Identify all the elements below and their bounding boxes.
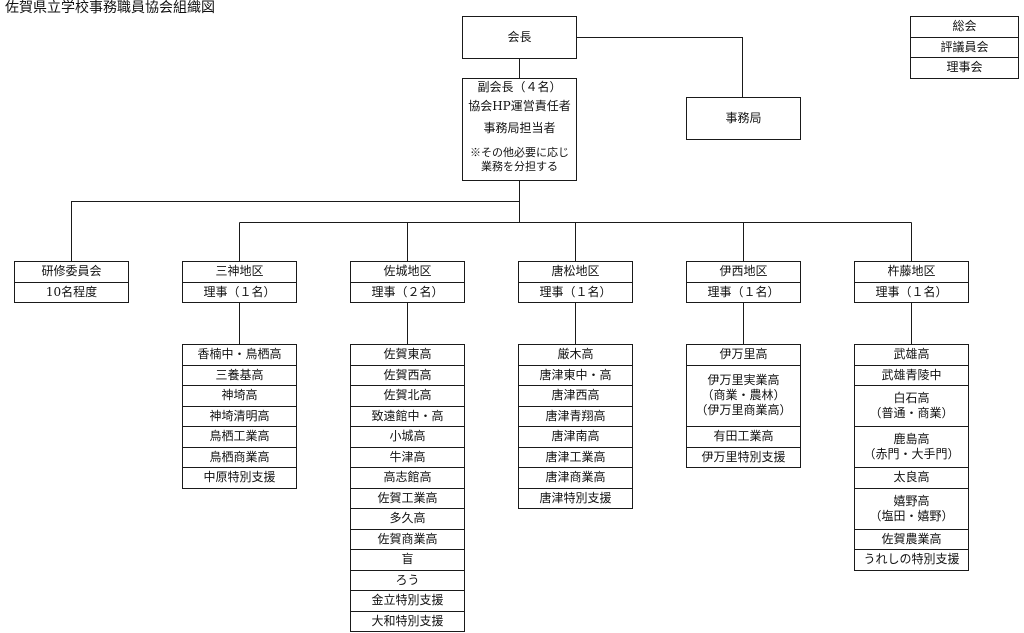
school-cell: 唐津工業高 <box>518 446 633 468</box>
vice-president-box: 副会長（４名） 協会HP運営責任者 事務局担当者 ※その他必要に応じ 業務を分担… <box>462 78 577 181</box>
hp-manager-label: 協会HP運営責任者 <box>468 99 571 113</box>
board-label: 理事会 <box>910 57 1019 79</box>
school-cell: 佐賀農業高 <box>854 528 969 550</box>
school-cell: 三養基高 <box>182 364 297 386</box>
district-directors: 理事（１名） <box>686 281 801 303</box>
school-cell: 有田工業高 <box>686 426 801 448</box>
school-list: 厳木高唐津東中・高唐津西高唐津青翔高唐津南高唐津工業高唐津商業高唐津特別支援 <box>518 344 633 509</box>
district-directors: 理事（１名） <box>182 281 297 303</box>
school-list: 武雄高武雄青陵中白石高 （普通・商業）鹿島高 （赤門・大手門）太良高嬉野高 （塩… <box>854 344 969 571</box>
district-directors: 理事（１名） <box>854 281 969 303</box>
school-cell: 小城高 <box>350 426 465 448</box>
school-cell: 白石高 （普通・商業） <box>854 385 969 427</box>
connector-committee <box>71 201 520 261</box>
training-committee-box: 研修委員会 10名程度 <box>14 261 129 303</box>
school-cell: 佐賀西高 <box>350 364 465 386</box>
school-cell: 佐賀北高 <box>350 385 465 407</box>
district-name: 杵藤地区 <box>854 261 969 283</box>
school-cell: 伊万里高 <box>686 344 801 366</box>
school-cell: 佐賀工業高 <box>350 487 465 509</box>
secretariat-liaison-label: 事務局担当者 <box>483 121 556 135</box>
general-assembly-label: 総会 <box>910 16 1019 38</box>
president-box: 会長 <box>462 16 577 59</box>
school-cell: 唐津特別支援 <box>518 487 633 509</box>
school-cell: 鳥栖工業高 <box>182 426 297 448</box>
school-cell: 致遠館中・高 <box>350 405 465 427</box>
district-name: 伊西地区 <box>686 261 801 283</box>
connector-president-secretariat <box>577 37 743 97</box>
school-cell: ろう <box>350 569 465 591</box>
school-cell: 唐津西高 <box>518 385 633 407</box>
school-cell: 中原特別支援 <box>182 467 297 489</box>
school-list: 香楠中・鳥栖高三養基高神埼高神埼清明高鳥栖工業高鳥栖商業高中原特別支援 <box>182 344 297 489</box>
district-name: 唐松地区 <box>518 261 633 283</box>
district-box: 佐城地区理事（２名） <box>350 261 465 303</box>
school-cell: 唐津東中・高 <box>518 364 633 386</box>
school-cell: 武雄青陵中 <box>854 364 969 386</box>
school-cell: 武雄高 <box>854 344 969 366</box>
school-list: 伊万里高伊万里実業高 （商業・農林） （伊万里商業高）有田工業高伊万里特別支援 <box>686 344 801 468</box>
school-cell: 佐賀東高 <box>350 344 465 366</box>
district-box: 伊西地区理事（１名） <box>686 261 801 303</box>
school-cell: 伊万里実業高 （商業・農林） （伊万里商業高） <box>686 364 801 427</box>
school-cell: 金立特別支援 <box>350 590 465 612</box>
page-title: 佐賀県立学校事務職員協会組織図 <box>5 0 215 16</box>
school-cell: 伊万里特別支援 <box>686 446 801 468</box>
secretariat-box: 事務局 <box>686 97 801 140</box>
school-cell: 牛津高 <box>350 446 465 468</box>
district-box: 唐松地区理事（１名） <box>518 261 633 303</box>
councillors-label: 評議員会 <box>910 36 1019 58</box>
duty-note-line: 業務を分担する <box>481 160 558 173</box>
school-cell: 佐賀商業高 <box>350 528 465 550</box>
school-cell: 高志館高 <box>350 467 465 489</box>
school-list: 佐賀東高佐賀西高佐賀北高致遠館中・高小城高牛津高高志館高佐賀工業高多久高佐賀商業… <box>350 344 465 632</box>
district-box: 杵藤地区理事（１名） <box>854 261 969 303</box>
school-cell: 盲 <box>350 549 465 571</box>
council-stack: 総会 評議員会 理事会 <box>910 16 1019 79</box>
school-cell: 太良高 <box>854 467 969 489</box>
school-cell: 大和特別支援 <box>350 610 465 632</box>
district-box: 三神地区理事（１名） <box>182 261 297 303</box>
duty-note-line: ※その他必要に応じ <box>470 146 569 159</box>
school-cell: うれしの特別支援 <box>854 549 969 571</box>
vice-president-label: 副会長（４名） <box>477 80 562 94</box>
school-cell: 唐津南高 <box>518 426 633 448</box>
school-cell: 嬉野高 （塩田・嬉野） <box>854 487 969 530</box>
district-name: 佐城地区 <box>350 261 465 283</box>
school-cell: 唐津青翔高 <box>518 405 633 427</box>
district-name: 三神地区 <box>182 261 297 283</box>
school-cell: 鹿島高 （赤門・大手門） <box>854 426 969 468</box>
school-cell: 厳木高 <box>518 344 633 366</box>
committee-name: 研修委員会 <box>14 261 129 283</box>
school-cell: 鳥栖商業高 <box>182 446 297 468</box>
school-cell: 香楠中・鳥栖高 <box>182 344 297 366</box>
district-directors: 理事（２名） <box>350 281 465 303</box>
school-cell: 神埼清明高 <box>182 405 297 427</box>
school-cell: 神埼高 <box>182 385 297 407</box>
district-directors: 理事（１名） <box>518 281 633 303</box>
school-cell: 多久高 <box>350 508 465 530</box>
committee-members: 10名程度 <box>14 281 129 303</box>
school-cell: 唐津商業高 <box>518 467 633 489</box>
